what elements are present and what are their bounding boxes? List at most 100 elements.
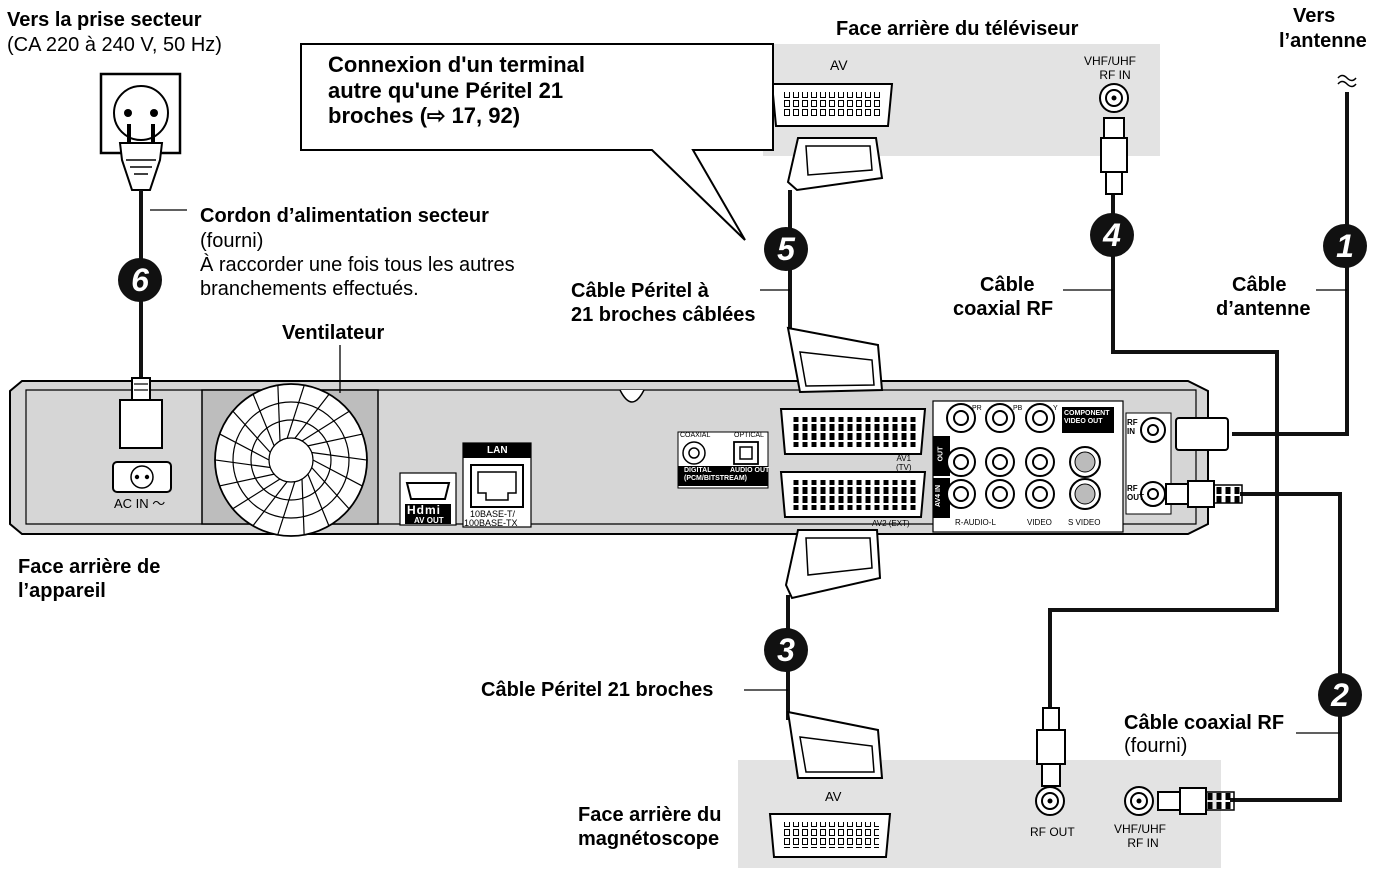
recorder-unit [9, 380, 1229, 537]
rf-coax-line-1: Câble [980, 274, 1035, 296]
tv-av-label: AV [830, 57, 848, 73]
step-badge-5: 5 [764, 227, 808, 271]
rf-out-line-2: OUT [1127, 493, 1144, 503]
fan-grille-spoke [232, 478, 281, 510]
fan-grille-spoke [277, 385, 281, 441]
tv-vhf-label: VHF/UHF RF IN [1084, 54, 1136, 83]
fan-grille-spoke [307, 473, 330, 527]
optical-label: OPTICAL [734, 432, 764, 439]
rca-jack-inner [953, 410, 969, 426]
fan-grille-spoke [219, 433, 270, 461]
rf-coax-supplied-title: Câble coaxial RF [1124, 712, 1285, 734]
r-audio-l-label: R-AUDIO-L [955, 518, 996, 527]
out-label: OUT [937, 446, 945, 462]
callout-line-2: autre qu'une Péritel 21 [328, 77, 564, 103]
fan-grille-spoke [312, 459, 363, 487]
audio-out-label: AUDIO OUT [730, 467, 770, 474]
scart-21-label: Câble Péritel 21 broches [481, 679, 714, 701]
fan-grille-spoke [294, 393, 330, 439]
lan-spec-2: 100BASE-TX [464, 518, 518, 528]
pb-label: PB [1013, 405, 1023, 412]
fan-grille-spoke [219, 473, 275, 487]
vcr-vhf-line-1: VHF/UHF [1114, 822, 1166, 836]
component-line-1: COMPONENT [1064, 410, 1110, 417]
coaxial-label: COAXIAL [680, 432, 711, 439]
rca-jack-inner [1032, 486, 1048, 502]
antenna-label-line-2: l’antenne [1279, 30, 1367, 52]
step-badge-2: 2 [1318, 673, 1362, 717]
av1-line-1: AV1 [896, 454, 912, 463]
power-outlet-spec: (CA 220 à 240 V, 50 Hz) [7, 34, 222, 56]
power-cord-supplied: (fourni) [200, 230, 264, 252]
vcr-av-label: AV [825, 789, 842, 804]
video-label: VIDEO [1027, 518, 1052, 527]
fan-grille-spoke [307, 433, 363, 447]
av1-label: AV1 (TV) [896, 454, 912, 472]
svideo-label: S VIDEO [1068, 518, 1101, 527]
antenna-label-line-1: Vers [1293, 5, 1336, 27]
callout-line-1: Connexion d'un terminal [328, 52, 586, 77]
fan-grille-spoke [301, 410, 350, 442]
power-cord-note-2: branchements effectués. [200, 278, 419, 300]
av1-line-2: (TV) [896, 463, 912, 473]
fan-grille-spoke [252, 481, 288, 527]
rf-out-line-1: RF [1127, 484, 1138, 493]
rf-in-line-1: RF [1127, 418, 1138, 427]
rf-coax-line-2: coaxial RF [953, 298, 1054, 320]
wall-outlet [99, 72, 182, 191]
unit-rear-line-2: l’appareil [18, 580, 106, 602]
digital-label: DIGITAL (PCM/BITSTREAM) [684, 467, 747, 483]
rca-jack-inner [953, 454, 969, 470]
scart-wired-line-1: Câble Péritel à [571, 280, 709, 302]
digital-line-1: DIGITAL [684, 467, 712, 474]
rf-coax-supplied-note: (fourni) [1124, 735, 1188, 757]
step-badge-1: 1 [1323, 224, 1367, 268]
digital-line-2: (PCM/BITSTREAM) [684, 475, 747, 483]
lan-label: LAN [487, 445, 508, 456]
fan-label: Ventilateur [282, 322, 385, 344]
vcr-rear-line-1: Face arrière du [578, 804, 722, 826]
unit-rear-line-1: Face arrière de [18, 556, 161, 578]
rca-jack-inner [953, 486, 969, 502]
rf-out-label: RF OUT [1127, 484, 1144, 502]
av2-label: AV2 (EXT) [872, 519, 910, 528]
rca-jack-inner [1032, 410, 1048, 426]
fan-grille-spoke [214, 459, 271, 469]
vcr-vhf-line-2: RF IN [1127, 835, 1159, 850]
vcr-rear-line-2: magnétoscope [578, 828, 720, 850]
scart-wired-line-2: 21 broches câblées [571, 304, 756, 326]
y-label: Y [1053, 405, 1058, 412]
tv-rear-label: Face arrière du téléviseur [836, 18, 1079, 40]
component-line-2: VIDEO OUT [1064, 418, 1103, 426]
ac-in-label: AC IN ～ [114, 496, 166, 511]
callout-text: Connexion d'un terminal autre qu'une Pér… [328, 52, 585, 129]
power-cord-note-1: À raccorder une fois tous les autres [200, 254, 515, 276]
rca-jack-inner [992, 410, 1008, 426]
rca-jack-inner [992, 454, 1008, 470]
tv-vhf-line-1: VHF/UHF [1084, 54, 1136, 68]
fan-grille-spoke [301, 479, 305, 535]
fan-grille-spoke [311, 467, 350, 510]
vcr-vhf-label: VHF/UHF RF IN [1114, 822, 1166, 851]
pr-label: PR [972, 405, 982, 412]
fan-grille-spoke [311, 451, 368, 461]
fan-grille-spoke [277, 481, 296, 536]
power-cord-title: Cordon d’alimentation secteur [200, 205, 489, 227]
rf-in-line-2: IN [1127, 427, 1135, 437]
step-badge-4: 4 [1090, 213, 1134, 257]
fan-grille-spoke [252, 393, 275, 447]
hdmi-logo: Hdmi [407, 503, 441, 517]
lan-spec-1: 10BASE-T/ [470, 509, 516, 519]
power-outlet-title: Vers la prise secteur [7, 9, 202, 31]
fan-grille-spoke [286, 384, 305, 439]
vcr-rf-out-label: RF OUT [1030, 825, 1075, 839]
rf-in-label: RF IN [1127, 418, 1138, 436]
step-badge-6: 6 [118, 258, 162, 302]
rca-jack-inner [1032, 454, 1048, 470]
antenna-cable-line-1: Câble [1232, 274, 1287, 296]
callout-line-3: broches (⇨ 17, 92) [328, 103, 521, 129]
plugs [119, 74, 1357, 815]
rca-jack-inner [992, 486, 1008, 502]
leader-lines [150, 209, 1347, 734]
